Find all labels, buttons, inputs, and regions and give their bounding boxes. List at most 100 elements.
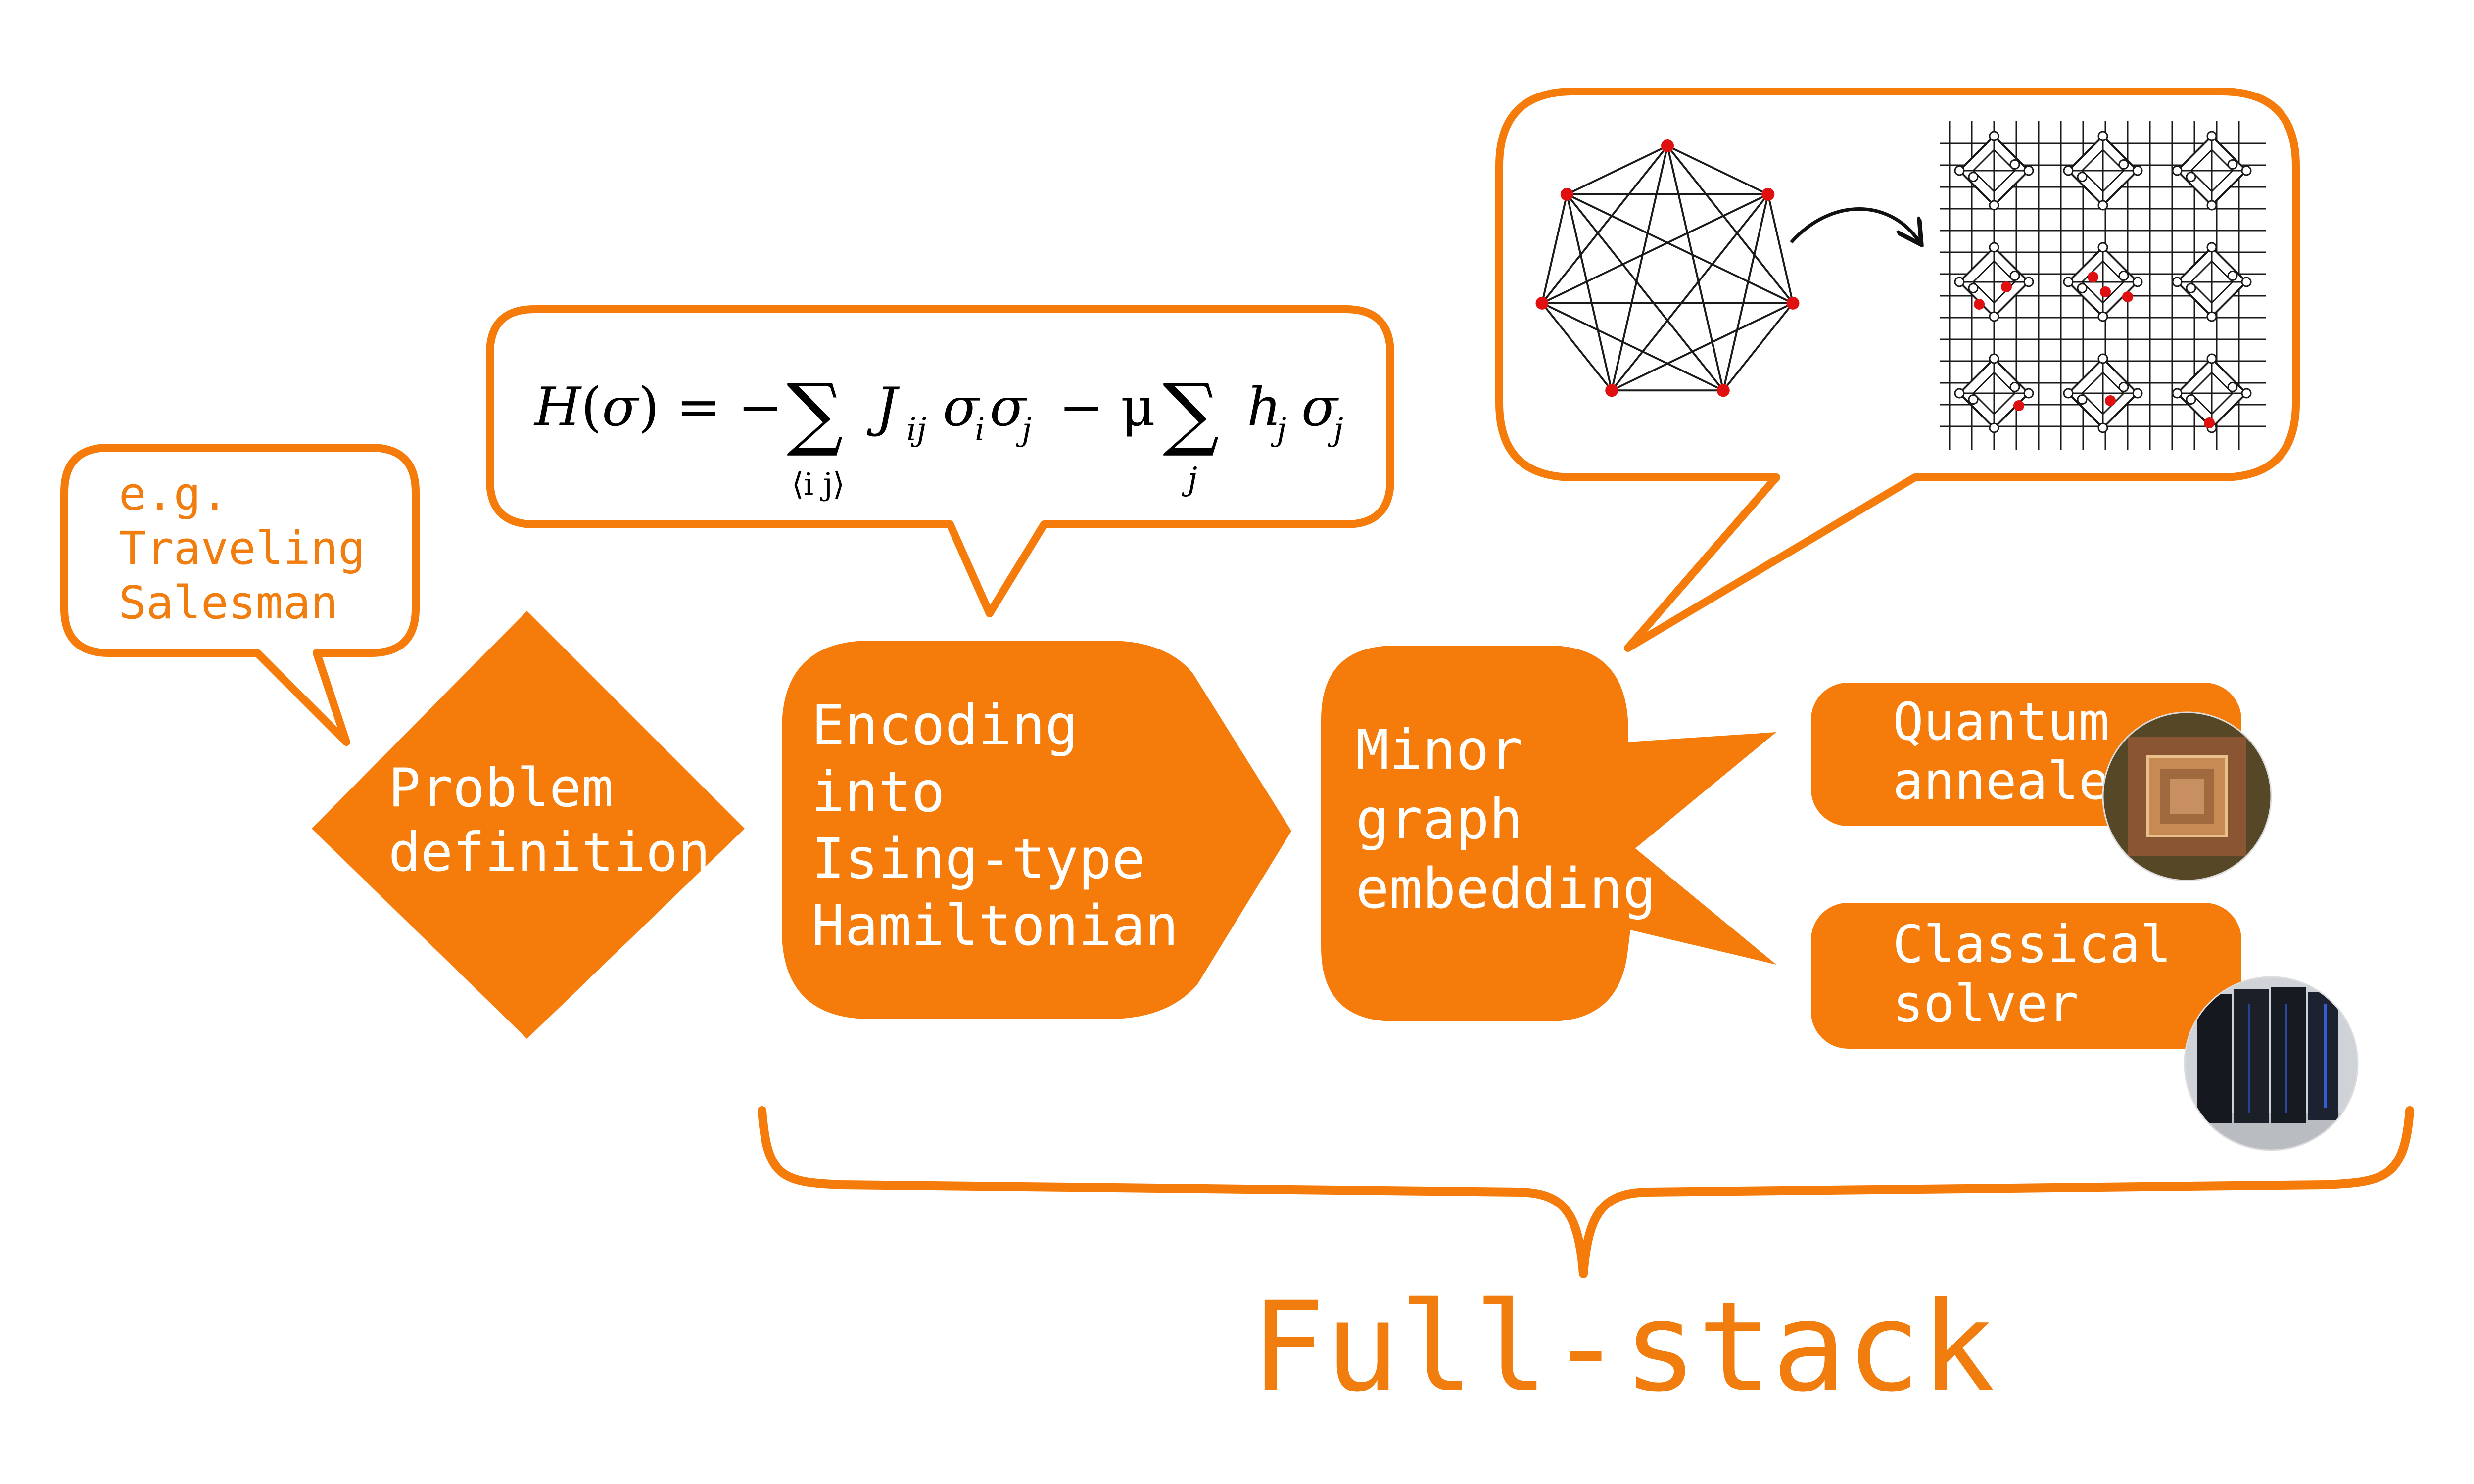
term-sigma-i: σ	[943, 376, 981, 438]
graph-node	[1560, 187, 1573, 201]
encoding-line-2: into	[811, 760, 945, 825]
encoding-line-3: Ising-type	[811, 827, 1145, 891]
classical-photo-frame	[2184, 976, 2359, 1151]
qubit-node	[2118, 270, 2129, 281]
qubit-node	[2206, 353, 2217, 364]
qubit-node	[2077, 172, 2088, 183]
term-sigma-j: σ	[990, 376, 1028, 438]
qubit-node	[2077, 283, 2088, 294]
qubit-node	[1989, 422, 1999, 433]
qubit-node	[2227, 381, 2238, 392]
sum-symbol-2: ∑	[1163, 367, 1219, 459]
qubit-node	[2132, 388, 2143, 399]
qubit-node	[1968, 394, 1979, 405]
problem-line-1: Problem	[388, 757, 614, 819]
qubit-node	[2206, 311, 2217, 322]
example-line-2: Traveling	[119, 522, 366, 575]
encoding-step: Encoding into Ising-type Hamiltonian	[782, 641, 1291, 1019]
graph-edge	[1541, 194, 1568, 304]
graph-edge	[1541, 302, 1613, 391]
qubit-node	[2227, 159, 2238, 170]
graph-edge	[1666, 145, 1724, 391]
embedding-line-3: embedding	[1356, 857, 1656, 921]
qubit-node	[2186, 394, 2196, 405]
full-stack-label: Full-stack	[1250, 1275, 1995, 1419]
chimera-graph-icon	[1940, 121, 2266, 450]
graph-edge	[1541, 302, 1724, 392]
embedded-qubit	[2122, 291, 2133, 302]
qubit-node	[2132, 277, 2143, 287]
graph-edge	[1541, 193, 1769, 304]
example-line-3: Salesman	[119, 576, 338, 629]
graph-edge	[1667, 145, 1769, 195]
qubit-node	[2118, 159, 2129, 170]
problem-line-2: definition	[388, 822, 710, 883]
qubit-node	[1989, 200, 1999, 211]
embedded-qubit	[1974, 299, 1985, 310]
graph-edge	[1566, 194, 1613, 391]
graph-node	[1661, 139, 1674, 152]
qubit-node	[2241, 388, 2252, 399]
qubit-node	[2186, 283, 2196, 294]
graph-edge	[1722, 302, 1794, 391]
qubit-node	[1989, 353, 1999, 364]
qubit-node	[2097, 200, 2108, 211]
embedded-qubit	[2105, 395, 2116, 406]
qubit-node	[2097, 311, 2108, 322]
qubit-node	[2097, 131, 2108, 141]
embedding-arrow-icon	[1790, 207, 1920, 243]
graph-edge	[1566, 193, 1724, 391]
graph-edge	[1611, 302, 1794, 392]
quantum-line-2: annealer	[1893, 751, 2141, 811]
qubit-node	[2097, 353, 2108, 364]
formula-lhs: H(σ) = −	[533, 376, 783, 438]
embedding-line-1: Minor	[1356, 718, 1522, 783]
sum-symbol-1: ∑	[787, 367, 843, 459]
qubit-node	[1989, 242, 1999, 253]
term-h: h	[1247, 376, 1282, 438]
qubit-node	[1968, 172, 1979, 183]
graph-edge	[1767, 194, 1794, 304]
graph-edge	[1666, 145, 1794, 304]
qubit-node	[1968, 283, 1979, 294]
graph-edge	[1566, 193, 1794, 304]
quantum-chip-photo	[2103, 712, 2271, 881]
qubit-node	[1954, 388, 1965, 399]
classical-line-2: solver	[1893, 974, 2079, 1034]
qubit-node	[2063, 165, 2074, 176]
graph-edge	[1611, 193, 1769, 391]
encoding-line-1: Encoding	[811, 694, 1078, 758]
example-callout: e.g. Traveling Salesman	[60, 444, 420, 746]
graph-edge	[1611, 145, 1668, 391]
qubit-node	[2172, 277, 2183, 287]
hamiltonian-formula: H(σ) = − ∑ ⟨i j⟩ J ij σ i σ j − μ ∑ j h …	[533, 367, 1343, 502]
qubit-node	[2023, 277, 2034, 287]
quantum-photo-frame	[2102, 711, 2272, 881]
qubit-node	[2063, 277, 2074, 287]
qubit-node	[1989, 131, 1999, 141]
minor-embedding-step: Minor graph embedding	[1321, 646, 1776, 1021]
term-sigma-j2: σ	[1301, 376, 1339, 438]
graph-edge	[1566, 145, 1668, 195]
qubit-node	[2097, 422, 2108, 433]
qubit-node	[2077, 394, 2088, 405]
qubit-node	[2132, 165, 2143, 176]
classical-solver-box: Classical solver	[1811, 903, 2241, 1049]
term-sigma-i-sub: i	[975, 412, 985, 448]
graph-node	[1605, 384, 1618, 397]
minus-mu: − μ	[1059, 376, 1155, 438]
qubit-node	[2186, 172, 2196, 183]
graph-node	[1786, 296, 1800, 310]
qubit-node	[2063, 388, 2074, 399]
hamiltonian-callout: H(σ) = − ∑ ⟨i j⟩ J ij σ i σ j − μ ∑ j h …	[486, 305, 1394, 617]
embedded-qubit	[2001, 281, 2012, 292]
qubit-node	[1989, 311, 1999, 322]
full-stack-brace	[758, 1106, 2414, 1278]
qubit-node	[2227, 270, 2238, 281]
qubit-node	[2241, 165, 2252, 176]
qubit-node	[1954, 165, 1965, 176]
qubit-node	[2097, 242, 2108, 253]
qubit-node	[2118, 381, 2129, 392]
